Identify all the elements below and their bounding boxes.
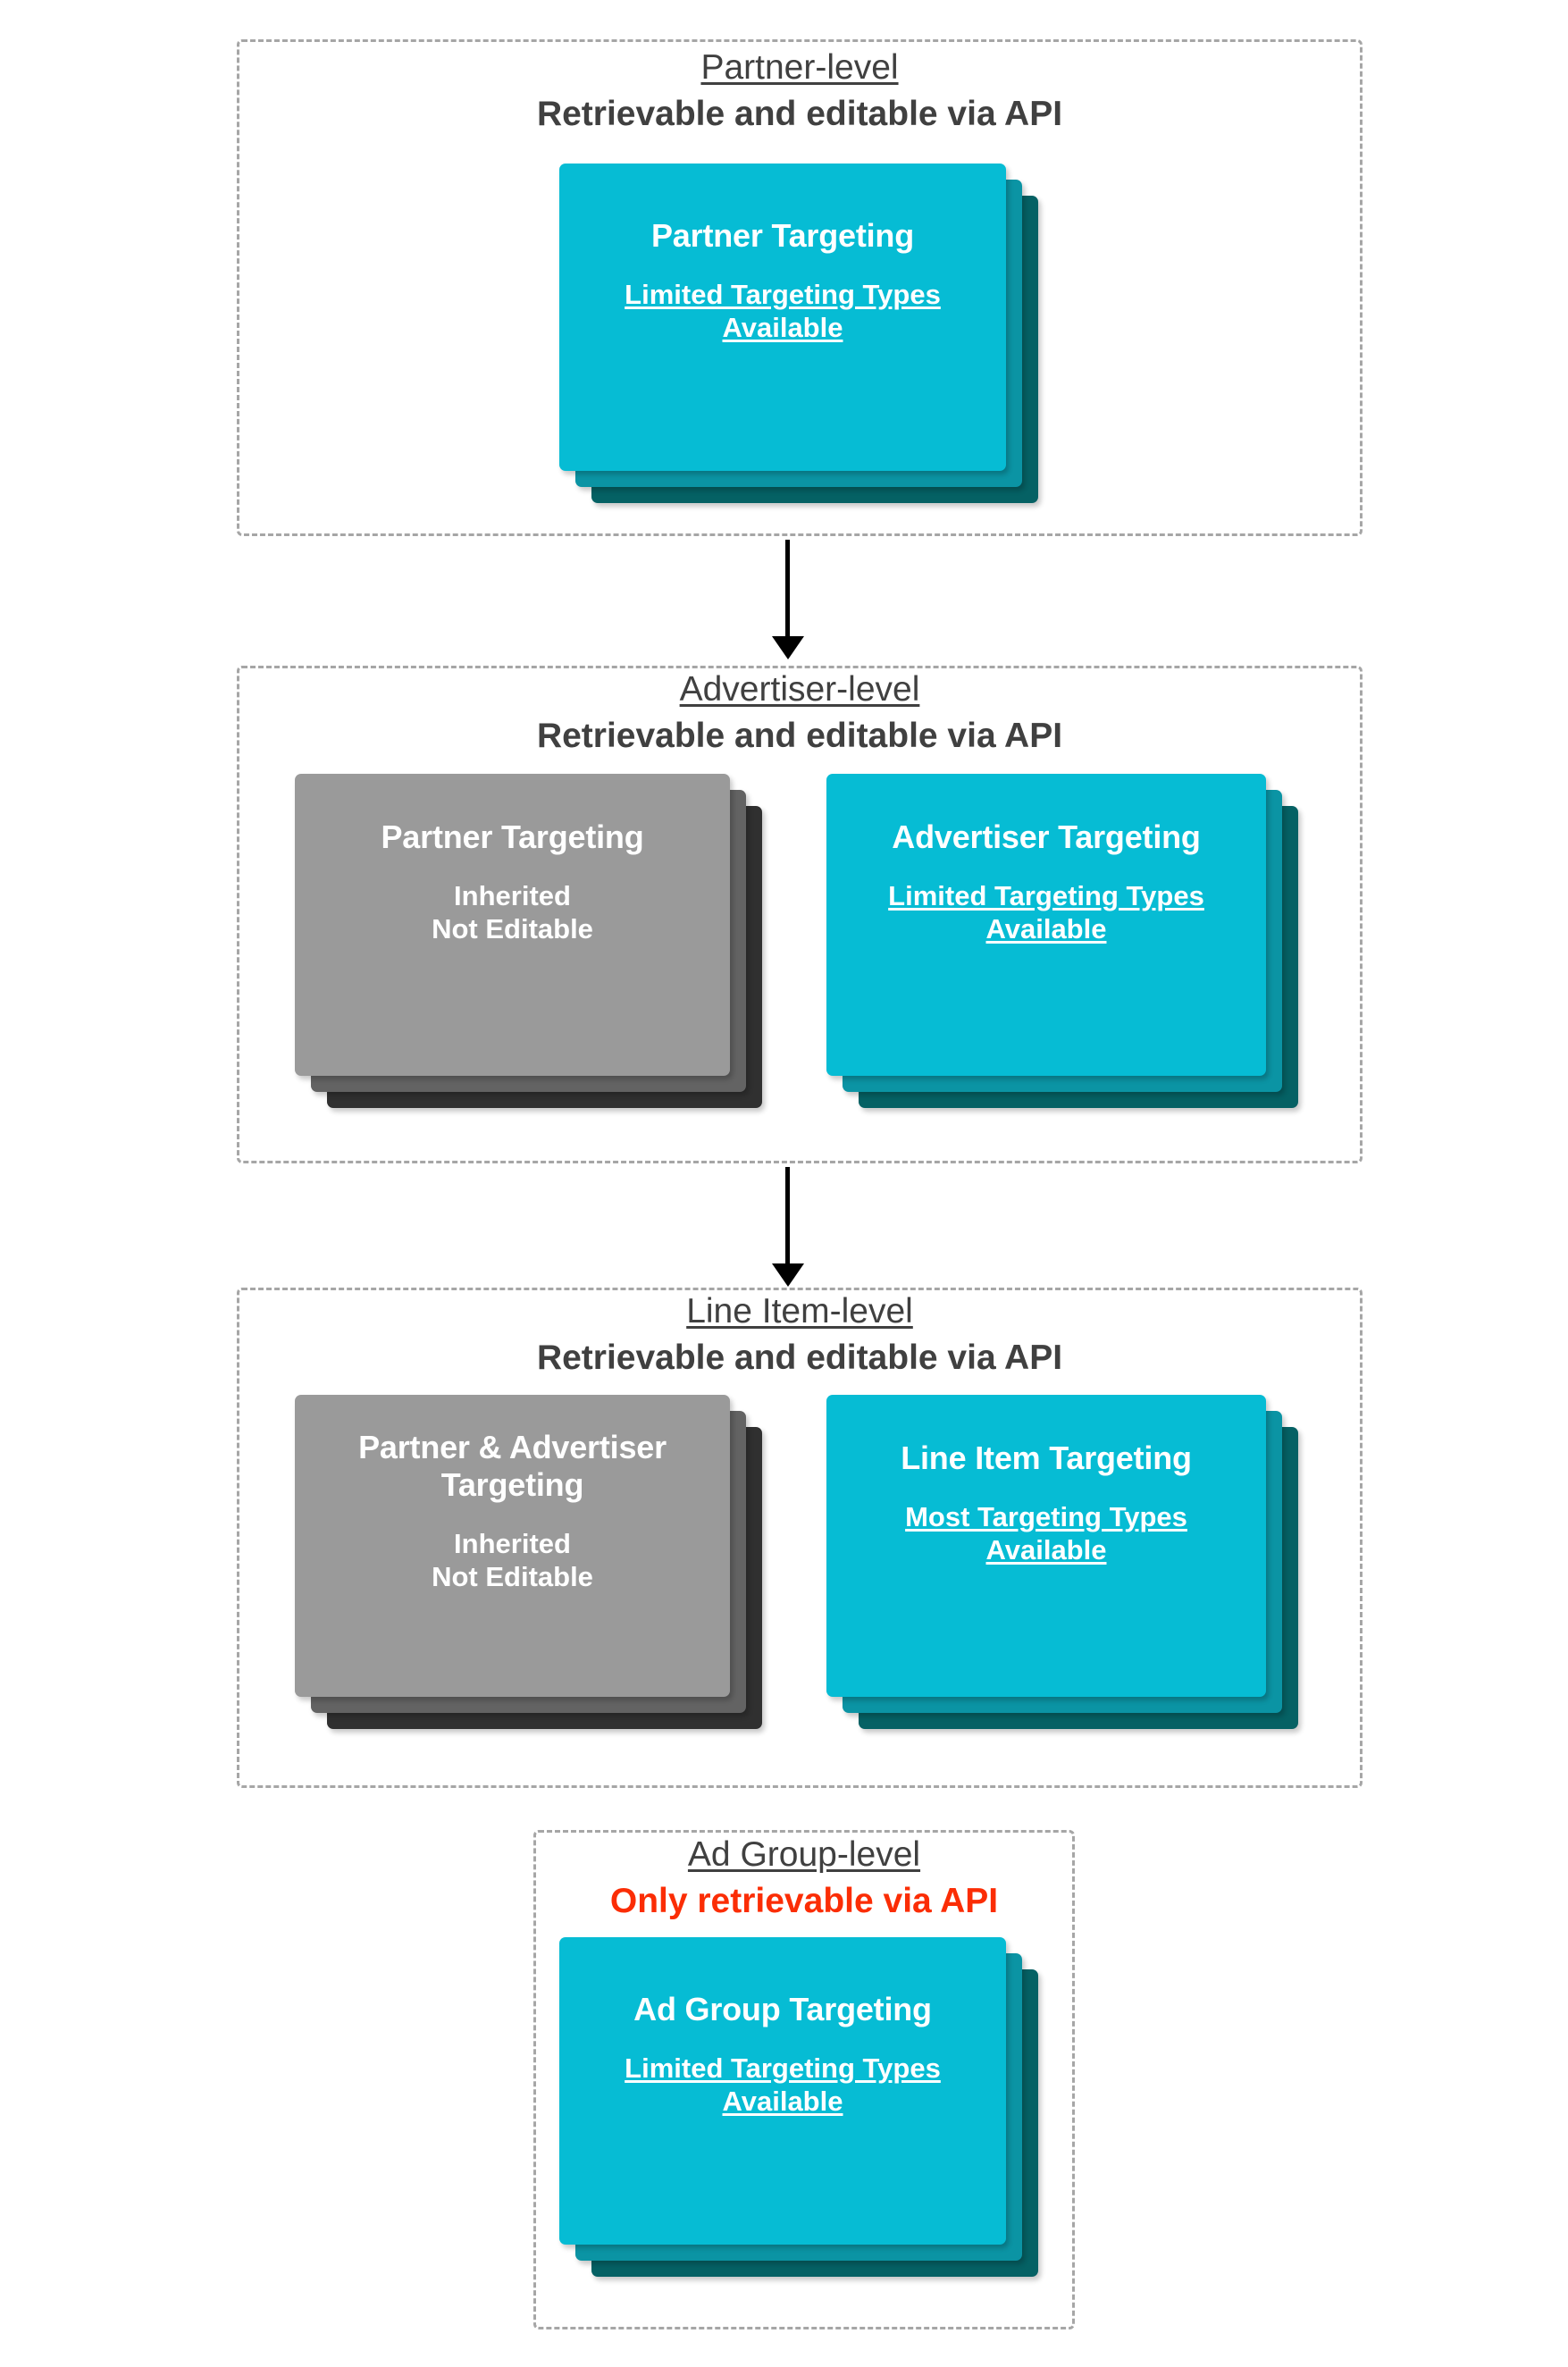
level-box-partner <box>237 39 1363 536</box>
card-stack-advertiser-inherited-partner[interactable]: Partner Targeting Inherited Not Editable <box>295 774 774 1113</box>
card-subtitle: Inherited Not Editable <box>314 879 710 945</box>
card-subtitle-line-1: Inherited <box>454 880 571 912</box>
card-stack-partner-targeting[interactable]: Partner Targeting Limited Targeting Type… <box>559 164 1038 503</box>
card-layer-front: Partner Targeting Inherited Not Editable <box>295 774 730 1076</box>
card-content-inherited-partner-targeting: Partner Targeting Inherited Not Editable <box>295 818 730 945</box>
level-heading-advertiser: Advertiser-level Retrievable and editabl… <box>237 668 1363 757</box>
level-title-line-item: Line Item-level <box>686 1292 913 1330</box>
card-subtitle: Most Targeting Types Available <box>846 1500 1246 1566</box>
card-layer-front: Advertiser Targeting Limited Targeting T… <box>826 774 1266 1076</box>
card-stack-line-item-inherited[interactable]: Partner & Advertiser Targeting Inherited… <box>295 1395 774 1734</box>
card-content-ad-group-targeting: Ad Group Targeting Limited Targeting Typ… <box>559 1991 1006 2118</box>
level-box-line-item <box>237 1288 1363 1788</box>
card-subtitle-line-2: Available <box>985 913 1107 945</box>
card-title: Partner Targeting <box>651 217 914 254</box>
card-content-advertiser-targeting: Advertiser Targeting Limited Targeting T… <box>826 818 1266 945</box>
level-box-ad-group <box>533 1830 1075 2329</box>
card-subtitle-line-2: Available <box>985 1534 1107 1566</box>
card-title: Ad Group Targeting <box>633 1991 932 2027</box>
level-heading-ad-group: Ad Group-level Only retrievable via API <box>533 1834 1075 1922</box>
level-title-ad-group: Ad Group-level <box>687 1835 921 1874</box>
card-subtitle-line-2: Not Editable <box>432 1561 593 1593</box>
card-layer-front: Ad Group Targeting Limited Targeting Typ… <box>559 1937 1006 2245</box>
card-stack-advertiser-targeting[interactable]: Advertiser Targeting Limited Targeting T… <box>826 774 1305 1113</box>
card-subtitle: Inherited Not Editable <box>314 1527 710 1593</box>
card-subtitle-line-1: Inherited <box>454 1528 571 1560</box>
arrow-head-icon <box>772 1263 804 1287</box>
level-api-note-ad-group: Only retrievable via API <box>609 1881 999 1920</box>
card-content-partner-targeting: Partner Targeting Limited Targeting Type… <box>559 217 1006 344</box>
level-box-advertiser <box>237 666 1363 1163</box>
arrow-shaft <box>785 1167 790 1267</box>
card-stack-ad-group-targeting[interactable]: Ad Group Targeting Limited Targeting Typ… <box>559 1937 1038 2277</box>
card-subtitle-line-1: Limited Targeting Types <box>625 2052 941 2085</box>
card-subtitle-line-2: Not Editable <box>432 913 593 945</box>
card-subtitle: Limited Targeting Types Available <box>579 278 986 344</box>
card-title: Partner Targeting <box>381 818 644 855</box>
level-api-note-advertiser: Retrievable and editable via API <box>536 716 1063 755</box>
card-stack-line-item-targeting[interactable]: Line Item Targeting Most Targeting Types… <box>826 1395 1305 1734</box>
card-subtitle-line-1: Limited Targeting Types <box>625 279 941 311</box>
level-title-advertiser: Advertiser-level <box>679 670 920 709</box>
level-title-partner: Partner-level <box>700 48 899 87</box>
level-api-note-partner: Retrievable and editable via API <box>536 94 1063 133</box>
card-layer-front: Partner Targeting Limited Targeting Type… <box>559 164 1006 471</box>
card-subtitle-line-1: Most Targeting Types <box>905 1501 1187 1533</box>
level-heading-partner: Partner-level Retrievable and editable v… <box>237 46 1363 135</box>
card-title-line-1: Partner & Advertiser <box>358 1429 667 1465</box>
arrow-shaft <box>785 540 790 640</box>
arrow-head-icon <box>772 636 804 659</box>
level-api-note-line-item: Retrievable and editable via API <box>536 1338 1063 1377</box>
card-layer-front: Partner & Advertiser Targeting Inherited… <box>295 1395 730 1697</box>
card-title: Partner & Advertiser Targeting <box>314 1429 710 1504</box>
card-content-inherited-partner-advertiser-targeting: Partner & Advertiser Targeting Inherited… <box>295 1429 730 1594</box>
card-layer-front: Line Item Targeting Most Targeting Types… <box>826 1395 1266 1697</box>
card-title: Line Item Targeting <box>901 1440 1192 1476</box>
card-subtitle: Limited Targeting Types Available <box>579 2052 986 2118</box>
level-heading-line-item: Line Item-level Retrievable and editable… <box>237 1290 1363 1379</box>
connector-partner-to-advertiser-arrow <box>761 540 815 661</box>
card-title-line-2: Targeting <box>440 1466 584 1504</box>
card-title: Advertiser Targeting <box>892 818 1201 855</box>
card-subtitle-line-2: Available <box>722 2086 843 2118</box>
card-subtitle: Limited Targeting Types Available <box>846 879 1246 945</box>
card-subtitle-line-2: Available <box>722 312 843 344</box>
connector-advertiser-to-line-item-arrow <box>761 1167 815 1288</box>
card-subtitle-line-1: Limited Targeting Types <box>888 880 1204 912</box>
card-content-line-item-targeting: Line Item Targeting Most Targeting Types… <box>826 1440 1266 1566</box>
